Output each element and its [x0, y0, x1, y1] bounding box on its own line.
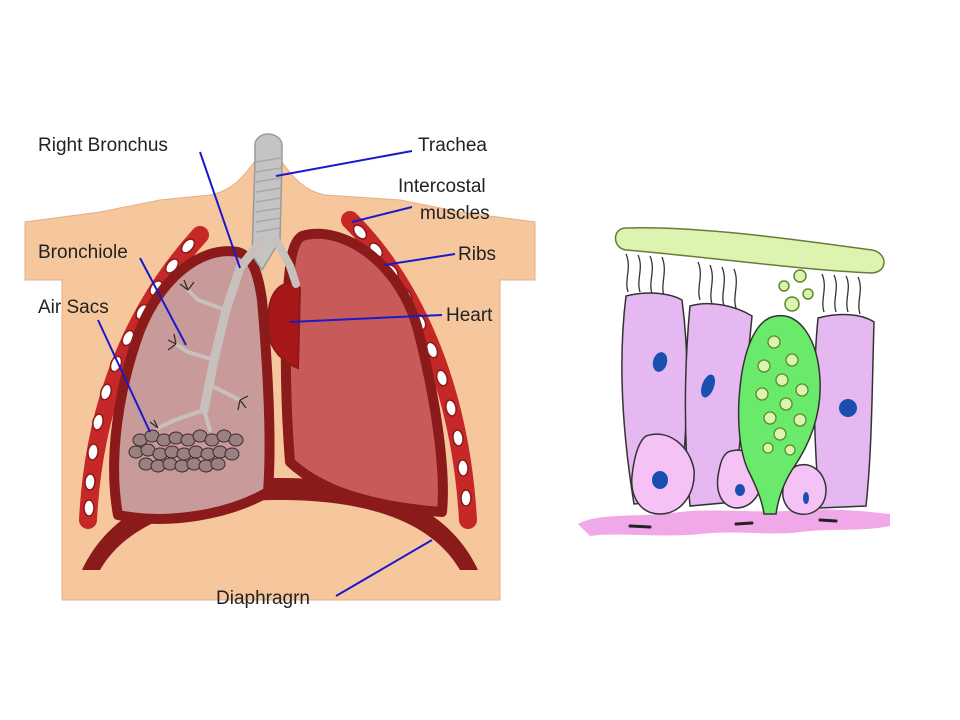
- label-right-bronchus: Right Bronchus: [38, 135, 168, 156]
- label-bronchiole: Bronchiole: [38, 242, 128, 263]
- pointer-trachea: [276, 151, 412, 176]
- label-diaphragm: Diaphragrn: [216, 588, 310, 609]
- lung-diagram: Right Bronchus Trachea Intercostal muscl…: [25, 134, 535, 609]
- label-intercostal-line2: muscles: [420, 203, 490, 224]
- label-heart: Heart: [446, 305, 493, 326]
- label-trachea: Trachea: [418, 135, 487, 156]
- label-intercostal-line1: Intercostal: [398, 176, 486, 197]
- basement-membrane: [578, 509, 890, 536]
- label-ribs: Ribs: [458, 244, 496, 265]
- mucus-layer: [616, 228, 885, 273]
- label-air-sacs: Air Sacs: [38, 297, 109, 318]
- mucus-droplets: [779, 270, 813, 311]
- epithelium-diagram: [578, 228, 890, 536]
